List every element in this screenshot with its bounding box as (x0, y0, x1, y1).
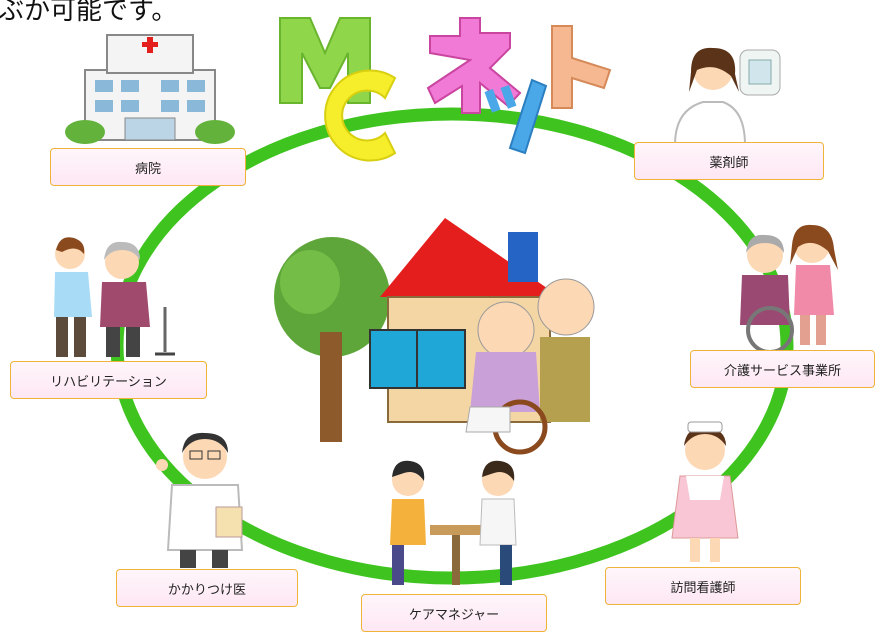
node-label-rehab: リハビリテーション (10, 361, 207, 399)
hospital-illustration (65, 34, 235, 144)
node-label-care-service: 介護サービス事業所 (690, 350, 875, 388)
care-service-illustration (740, 224, 838, 354)
mc-net-logo (279, 17, 612, 162)
intro-text: ぶか可能です。 (0, 0, 178, 26)
node-label-hospital: 病院 (50, 148, 246, 186)
care-manager-illustration (390, 460, 517, 585)
node-label-family-doctor: かかりつけ医 (116, 569, 298, 607)
rehab-illustration (54, 237, 175, 357)
pharmacist-illustration (673, 47, 781, 145)
node-label-pharmacist: 薬剤師 (634, 142, 824, 180)
node-label-care-manager: ケアマネジャー (361, 594, 547, 632)
home-illustration (274, 218, 595, 455)
visiting-nurse-illustration (671, 421, 739, 562)
family-doctor-illustration (156, 432, 244, 568)
node-label-visiting-nurse: 訪問看護師 (605, 567, 801, 605)
